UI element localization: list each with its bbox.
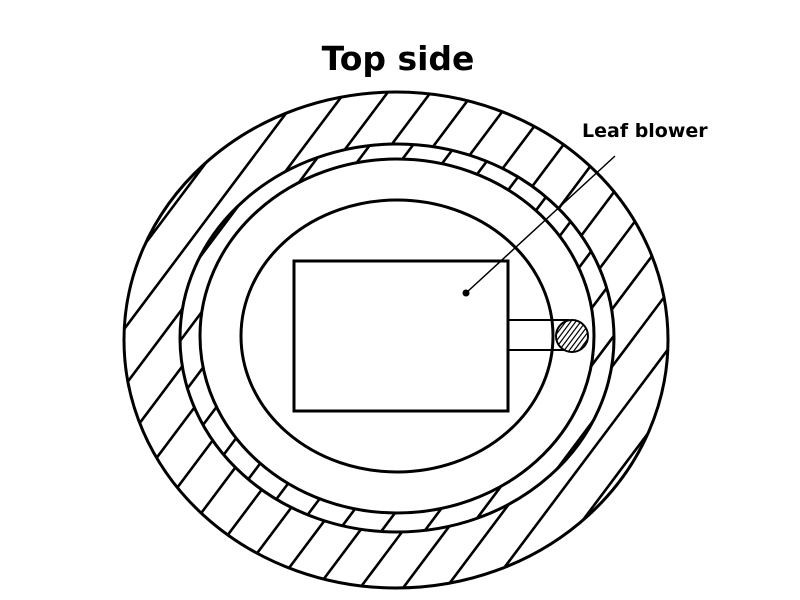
outer-wall-inner-edge [178, 142, 616, 534]
inner-hatch-line-24 [672, 130, 800, 545]
pole-hatch-line-1 [556, 320, 576, 352]
inner-hatch-line-2 [0, 130, 37, 545]
inner-chamber [239, 198, 555, 474]
callout-leader-line [465, 155, 616, 294]
inner-hatch-line-12 [180, 144, 469, 532]
leaf-blower-label: Leaf blower [582, 120, 708, 142]
outer-hatch-line-5 [124, 92, 227, 588]
outer-hatch-line-21 [521, 92, 668, 588]
outer-hatch-line-1 [0, 80, 53, 600]
outer-wall-outer-edge [122, 90, 670, 590]
leaf-blower-body [292, 259, 510, 413]
callout-dot [462, 289, 470, 297]
outer-hatch-line-0 [0, 80, 10, 600]
pole-hatch-line-9 [584, 320, 588, 352]
pole-hatch-line-5 [564, 320, 588, 352]
inner-hatch-line-23 [629, 130, 800, 545]
outer-hatch-line-6 [124, 92, 270, 588]
pole-hatch-line-2 [556, 320, 581, 352]
outer-hatch-line-18 [392, 92, 668, 588]
outer-hatch-line-20 [478, 92, 668, 588]
inner-hatch-line-15 [283, 144, 598, 532]
pole-icon [555, 319, 589, 353]
inner-hatch-line-17 [369, 144, 614, 532]
inner-hatch-line-7 [180, 144, 254, 532]
outer-hatch-line-24 [650, 92, 668, 588]
pole-hatch-line-6 [569, 320, 588, 352]
outer-hatch-line-3 [124, 92, 141, 588]
inner-hatch-line-13 [197, 144, 512, 532]
outer-hatch-line-8 [124, 92, 356, 588]
outer-hatch-line-4 [124, 92, 184, 588]
outer-hatch-line-19 [435, 92, 668, 588]
outer-hatch-line-13 [177, 92, 571, 588]
outer-hatch-line-7 [124, 92, 313, 588]
inner-hatch-line-5 [0, 130, 166, 545]
outer-hatch-line-25 [695, 80, 800, 600]
outer-hatch-line-2 [0, 80, 96, 600]
inner-hatch-line-4 [0, 130, 123, 545]
inner-band-hatching [0, 130, 800, 545]
outer-hatch-line-9 [124, 92, 399, 588]
pole-hatch-line-11 [595, 316, 625, 356]
inner-wall-edge [198, 157, 596, 515]
outer-hatch-line-16 [306, 92, 668, 588]
outer-hatch-line-23 [607, 92, 668, 588]
outer-hatch-line-11 [124, 92, 485, 588]
inner-hatch-line-20 [498, 144, 614, 532]
blower-arm [508, 319, 569, 351]
outer-hatch-line-22 [564, 92, 668, 588]
inner-hatch-line-3 [0, 130, 80, 545]
diagram-title: Top side [322, 39, 475, 78]
outer-hatch-line-10 [124, 92, 442, 588]
